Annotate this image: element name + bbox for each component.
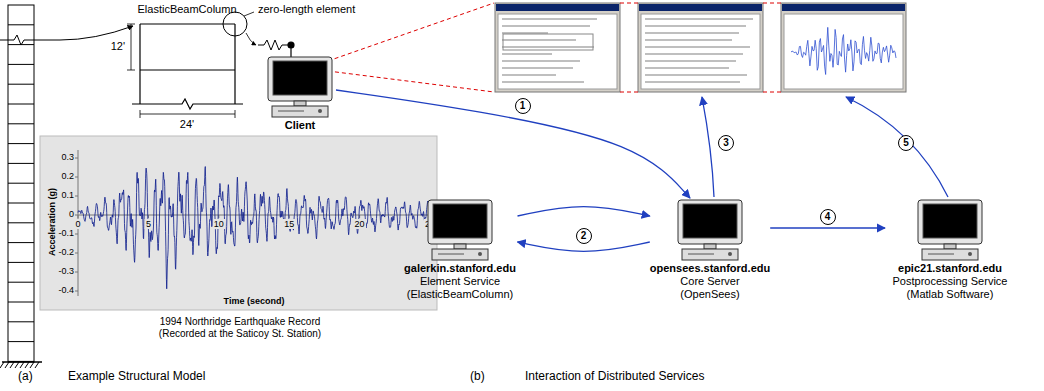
screenshot-window — [638, 3, 763, 92]
connector-arrow — [336, 90, 690, 198]
label: 24' — [180, 118, 194, 131]
label: zero-length element — [258, 3, 355, 16]
screenshot-window — [495, 3, 620, 92]
label: 0 — [69, 209, 74, 219]
screenshot-window — [781, 3, 906, 92]
label: 12' — [111, 40, 125, 53]
ground-hatch — [35, 362, 39, 368]
service-name: Postprocessing Service (Matlab Software) — [885, 275, 1015, 301]
tick-mark — [78, 215, 79, 218]
connector-arrow — [770, 227, 885, 228]
ground-hatch — [20, 362, 24, 368]
label: -0.1 — [58, 228, 74, 238]
floor-line — [8, 64, 34, 65]
computer-node: galerkin.stanford.eduElement Service (El… — [403, 198, 518, 302]
label: Acceleration (g) — [47, 188, 57, 256]
label: 0 — [74, 219, 81, 229]
label: 0.1 — [61, 190, 74, 200]
floor-line — [8, 203, 34, 204]
tick-mark — [75, 158, 78, 159]
floor-line — [8, 262, 34, 263]
acceleration-chart — [40, 136, 437, 310]
result-arrows — [702, 97, 948, 197]
floor-line — [8, 104, 34, 105]
ground-hatch — [25, 362, 29, 368]
connector-arrow — [518, 207, 650, 216]
tick-mark — [75, 253, 78, 254]
screenshots — [495, 3, 906, 92]
label: -0.3 — [58, 266, 74, 276]
computer-icon — [914, 198, 986, 262]
host-name: opensees.stanford.edu — [650, 262, 770, 275]
floor-line — [8, 341, 34, 342]
label: 15 — [283, 219, 295, 229]
label: Time (second) — [224, 296, 285, 306]
floor-line — [8, 123, 34, 124]
callout-number: 4 — [820, 209, 836, 225]
tick-mark — [75, 177, 78, 178]
host-name: Client — [285, 119, 316, 132]
computer-icon — [674, 198, 746, 262]
floor-line — [8, 321, 34, 322]
label: 0.3 — [61, 152, 74, 162]
computer-icon — [264, 55, 336, 119]
ground-hatch — [30, 362, 34, 368]
label: Interaction of Distributed Services — [525, 370, 704, 384]
label: -0.4 — [58, 285, 74, 295]
label: 20 — [354, 219, 366, 229]
label: -0.2 — [58, 247, 74, 257]
label: (a) — [18, 370, 33, 384]
floor-line — [8, 361, 34, 362]
label: 10 — [213, 219, 225, 229]
tick-mark — [75, 234, 78, 235]
service-name: Core Server (OpenSees) — [660, 275, 760, 301]
callout-number: 2 — [576, 228, 592, 244]
tick-mark — [75, 272, 78, 273]
label: 0.2 — [61, 171, 74, 181]
label: 5 — [145, 219, 152, 229]
label: 1994 Northridge Earthquake Record (Recor… — [140, 316, 340, 339]
ground-hatch — [15, 362, 19, 368]
floor-line — [8, 84, 34, 85]
computer-icon — [424, 198, 496, 262]
computer-node: opensees.stanford.eduCore Server (OpenSe… — [650, 198, 770, 302]
floor-line — [8, 222, 34, 223]
label: ElasticBeamColumn — [137, 3, 236, 16]
floor-line — [8, 282, 34, 283]
floor-line — [8, 44, 34, 45]
ground-hatch — [10, 362, 14, 368]
ground-hatch — [0, 362, 4, 368]
label: Example Structural Model — [68, 370, 205, 384]
label: (b) — [470, 370, 485, 384]
host-name: epic21.stanford.edu — [898, 262, 1002, 275]
tick-mark — [75, 291, 78, 292]
acceleration-trace — [78, 167, 430, 289]
tick-mark — [75, 196, 78, 197]
floor-line — [8, 242, 34, 243]
callout-number: 5 — [898, 135, 914, 151]
floor-line — [8, 24, 34, 25]
service-name: Element Service (ElasticBeamColumn) — [403, 275, 518, 301]
zoom-lines — [318, 3, 781, 92]
callout-number: 1 — [515, 98, 531, 114]
floor-line — [8, 163, 34, 164]
floor-line — [8, 143, 34, 144]
floor-line — [8, 302, 34, 303]
computer-node: epic21.stanford.eduPostprocessing Servic… — [885, 198, 1015, 302]
computer-node: Client — [264, 55, 336, 132]
ground-hatch — [5, 362, 9, 368]
floor-line — [8, 183, 34, 184]
host-name: galerkin.stanford.edu — [404, 262, 516, 275]
callout-number: 3 — [718, 135, 734, 151]
